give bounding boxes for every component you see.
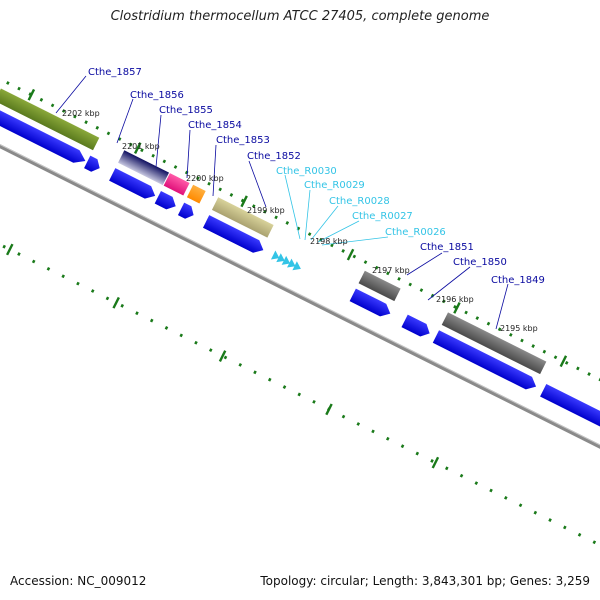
scale-label-2199: 2199 kbp xyxy=(247,206,285,215)
gene-leader-lines xyxy=(55,75,509,330)
scale-label-2201: 2201 kbp xyxy=(122,142,160,151)
scale-label-2195: 2195 kbp xyxy=(500,324,538,333)
gene-cthe-1855[interactable] xyxy=(163,173,190,196)
gene-label-cthe-1850[interactable]: Cthe_1850 xyxy=(453,257,507,268)
rna-leader-lines xyxy=(284,174,389,246)
gene-label-cthe-1855[interactable]: Cthe_1855 xyxy=(159,105,213,116)
outer-scale-ring xyxy=(0,75,600,415)
gene-cthe-1857[interactable] xyxy=(0,88,100,151)
rna-labels: Cthe_R0030 Cthe_R0029 Cthe_R0028 Cthe_R0… xyxy=(276,166,446,238)
major-ticks xyxy=(6,88,568,469)
scale-label-2202: 2202 kbp xyxy=(62,109,100,118)
rna-label-cthe-r0030[interactable]: Cthe_R0030 xyxy=(276,166,337,177)
gene-label-cthe-1854[interactable]: Cthe_1854 xyxy=(188,120,242,131)
scale-labels: 2202 kbp 2201 kbp 2200 kbp 2199 kbp 2198… xyxy=(62,109,538,333)
gene-cthe-1850[interactable] xyxy=(441,312,547,375)
rna-label-cthe-r0027[interactable]: Cthe_R0027 xyxy=(352,211,413,222)
scale-label-2196: 2196 kbp xyxy=(436,295,474,304)
rna-label-cthe-r0029[interactable]: Cthe_R0029 xyxy=(304,180,365,191)
gene-label-cthe-1851[interactable]: Cthe_1851 xyxy=(420,242,474,253)
map-title: Clostridium thermocellum ATCC 27405, com… xyxy=(110,9,490,24)
scale-label-2200: 2200 kbp xyxy=(186,174,224,183)
rna-label-cthe-r0026[interactable]: Cthe_R0026 xyxy=(385,227,446,238)
gene-label-cthe-1856[interactable]: Cthe_1856 xyxy=(130,90,184,101)
gene-labels: Cthe_1857 Cthe_1856 Cthe_1855 Cthe_1854 … xyxy=(88,67,545,286)
genome-band xyxy=(0,75,600,547)
gene-cthe-1853[interactable] xyxy=(211,197,274,238)
gene-label-cthe-1852[interactable]: Cthe_1852 xyxy=(247,151,301,162)
cds-arrows xyxy=(0,106,600,442)
rna-label-cthe-r0028[interactable]: Cthe_R0028 xyxy=(329,196,390,207)
scale-label-2197: 2197 kbp xyxy=(372,266,410,275)
gene-label-cthe-1853[interactable]: Cthe_1853 xyxy=(216,135,270,146)
accession-label: Accession: NC_009012 xyxy=(10,574,147,588)
topology-label: Topology: circular; Length: 3,843,301 bp… xyxy=(260,574,590,588)
gene-cthe-1856[interactable] xyxy=(118,150,170,186)
genome-backbone xyxy=(0,124,600,469)
gene-cthe-1851[interactable] xyxy=(358,270,401,302)
rna-cluster xyxy=(270,250,301,271)
gene-cthe-1854[interactable] xyxy=(186,184,206,204)
scale-label-2198: 2198 kbp xyxy=(310,237,348,246)
gene-label-cthe-1857[interactable]: Cthe_1857 xyxy=(88,67,142,78)
gene-label-cthe-1849[interactable]: Cthe_1849 xyxy=(491,275,545,286)
